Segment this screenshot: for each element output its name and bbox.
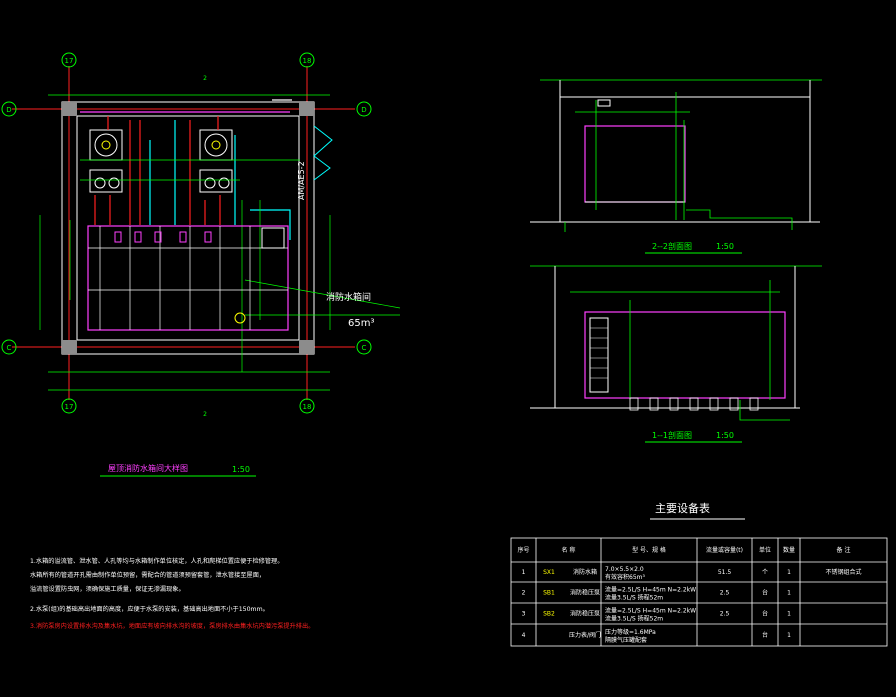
table-cell-spec: 有效容积65m³ — [605, 573, 645, 581]
table-cell-capacity: 2.5 — [720, 590, 730, 597]
tank-supports — [99, 226, 251, 330]
table-cell-spec: 流量3.5L/S 扬程52m — [605, 594, 663, 602]
section-1-1: 1--1剖面图 1:50 — [530, 265, 822, 443]
table-cell-spec: 流量3.5L/S 扬程52m — [605, 615, 663, 623]
axis-bubbles — [1, 52, 372, 414]
table-header-cell: 型 号、规 格 — [632, 546, 666, 554]
table-cell-no: 4 — [522, 632, 526, 639]
table-cells: 序号 名 称 型 号、规 格 流量或容量(t) 单位 数量 备 注 1 SX1 消防水箱 7.0×5… — [517, 546, 861, 644]
section-1-1-scale: 1:50 — [716, 431, 734, 440]
table-header-cell: 序号 — [517, 546, 529, 554]
table-header-cell: 单位 — [759, 546, 771, 554]
note-line-1: 1.水箱的溢流管、泄水管、人孔等均与水箱制作单位核定，人孔和爬梯位置应便于检修管… — [30, 557, 283, 565]
tank-volume-label: 65m³ — [348, 318, 374, 329]
plan-view: 17 18 17 18 D D C C 2 2 — [1, 52, 401, 477]
axis-label-c-left: C — [7, 344, 12, 352]
equipment-table-title: 主要设备表 — [655, 501, 710, 515]
note-line-3: 溢流管设置防虫网，须确保施工质量，保证无渗漏现象。 — [30, 585, 185, 593]
note-line-5: 3.消防泵房内设置排水沟及集水坑，地面应有坡向排水沟的坡度，泵房排水由集水坑内潜… — [30, 622, 314, 630]
table-cell-code: SB1 — [543, 590, 555, 597]
fire-water-tank — [87, 225, 289, 331]
section-2-2: 2--2剖面图 1:50 — [530, 79, 822, 254]
table-header-cell: 数量 — [783, 546, 795, 554]
table-cell-qty: 1 — [787, 632, 791, 639]
table-cell-spec: 流量=2.5L/S H=45m N=2.2kW — [605, 586, 696, 594]
table-cell-unit: 台 — [762, 610, 768, 618]
plan-scale: 1:50 — [232, 465, 250, 474]
table-cell-name: 压力表/阀门 — [569, 631, 601, 639]
table-cell-no: 3 — [522, 611, 526, 618]
plan-title: 屋顶消防水箱间大样图 — [108, 463, 188, 473]
section-mark-top: 2 — [203, 75, 207, 82]
table-cell-spec: 流量=2.5L/S H=45m N=2.2kW — [605, 607, 696, 615]
axis-label-17-bottom: 17 — [65, 403, 74, 411]
wall-reference-label: AM/AE5-2 — [297, 161, 306, 200]
table-header-cell: 名 称 — [562, 546, 576, 554]
axis-label-18-bottom: 18 — [303, 403, 312, 411]
table-cell-code: SX1 — [543, 569, 555, 576]
table-cell-name: 消防稳压泵 — [570, 610, 600, 618]
table-cell-spec: 隔膜气压罐配套 — [605, 636, 647, 644]
note-line-4: 2.水泵(组)的基础高出地面的高度，应便于水泵的安装，基础高出地面不小于150m… — [30, 605, 269, 613]
table-cell-capacity: 51.5 — [718, 569, 732, 576]
room-walls — [61, 101, 315, 355]
section-2-2-title: 2--2剖面图 — [652, 241, 692, 251]
axis-label-d-right: D — [361, 106, 366, 114]
table-header-cell: 流量或容量(t) — [706, 546, 743, 554]
door — [313, 125, 333, 181]
table-cell-qty: 1 — [787, 590, 791, 597]
table-cell-unit: 台 — [762, 589, 768, 597]
tank-room-label: 消防水箱间 — [326, 291, 371, 303]
table-grid — [510, 537, 888, 647]
columns — [62, 102, 314, 354]
dimension-lines — [39, 94, 401, 391]
section-mark-bottom: 2 — [203, 411, 207, 418]
table-cell-unit: 个 — [762, 569, 768, 576]
table-cell-no: 2 — [522, 590, 526, 597]
axis-label-c-right: C — [362, 344, 367, 352]
equipment-table: 主要设备表 序号 名 称 型 号、规 格 流量或容量(t) 单位 数量 备 注 1 SX1 消防水… — [510, 501, 888, 647]
table-cell-qty: 1 — [787, 569, 791, 576]
design-notes: 1.水箱的溢流管、泄水管、人孔等均与水箱制作单位核定，人孔和爬梯位置应便于检修管… — [30, 557, 314, 630]
axis-label-18-top: 18 — [303, 57, 312, 65]
pump-group — [89, 129, 233, 193]
table-cell-unit: 台 — [762, 631, 768, 639]
note-line-2: 水箱所有的管道开孔需由制作单位预留，需配合的管道须预留套管，泄水管接至屋面， — [30, 571, 265, 579]
section-2-2-scale: 1:50 — [716, 242, 734, 251]
piping — [80, 99, 300, 320]
axis-label-17-top: 17 — [65, 57, 74, 65]
table-cell-qty: 1 — [787, 611, 791, 618]
table-cell-code: SB2 — [543, 611, 555, 618]
table-cell-spec: 压力等级=1.6MPa — [605, 628, 656, 636]
table-cell-spec: 7.0×5.5×2.0 — [605, 566, 644, 573]
table-cell-no: 1 — [522, 569, 526, 576]
tank-outlets — [114, 227, 285, 249]
table-cell-name: 消防水箱 — [573, 568, 597, 576]
table-cell-name: 消防稳压泵 — [570, 589, 600, 597]
table-cell-capacity: 2.5 — [720, 611, 730, 618]
section-1-1-title: 1--1剖面图 — [652, 430, 692, 440]
table-header-cell: 备 注 — [837, 546, 851, 554]
table-cell-note: 不锈钢组合式 — [825, 568, 861, 576]
axis-label-d-left: D — [6, 106, 11, 114]
valve-icon — [234, 312, 246, 324]
